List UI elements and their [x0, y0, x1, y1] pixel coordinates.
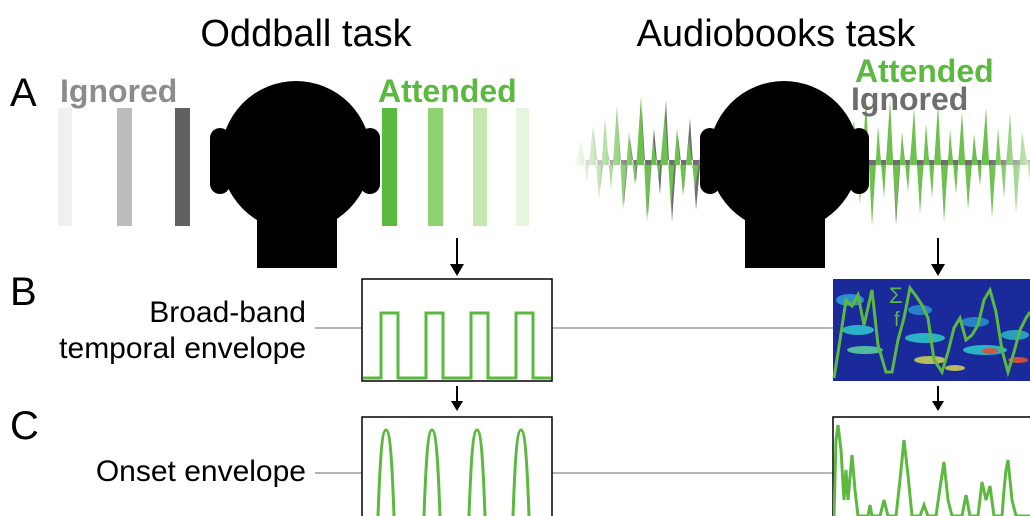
- onset-envelope-audiobooks: [832, 416, 1030, 516]
- panel-label-b: B: [10, 270, 37, 314]
- attended-tone-bar: [516, 108, 529, 226]
- ignored-tone-bar: [175, 108, 190, 226]
- audio-waveform-left-side: [570, 90, 720, 235]
- ignored-label-right: Ignored: [851, 81, 968, 117]
- attended-label-right: Attended: [855, 53, 994, 89]
- down-arrow-icon: [932, 386, 944, 411]
- broadband-label-line1: Broad-band: [149, 296, 306, 329]
- down-arrow-icon: [450, 238, 464, 276]
- ignored-waveform: [575, 100, 720, 222]
- onset-peaks-trace: [833, 424, 1030, 516]
- audiobooks-title: Audiobooks task: [637, 13, 917, 55]
- down-arrow-icon: [931, 238, 945, 276]
- broadband-envelope-oddball: [361, 278, 553, 382]
- onset-label: Onset envelope: [96, 455, 306, 488]
- ignored-tone-bar: [58, 108, 72, 226]
- attended-stream-left: [365, 108, 530, 226]
- f-symbol: f: [894, 309, 900, 331]
- envelope-trace: [832, 284, 1030, 379]
- ignored-tone-bar: [117, 108, 132, 226]
- onset-peak-trace: [376, 428, 531, 516]
- attended-label-left: Attended: [378, 73, 517, 109]
- square-wave-trace: [363, 311, 551, 380]
- audio-waveform-right-side: [848, 90, 1030, 235]
- attended-waveform: [848, 98, 1030, 226]
- attended-tone-bar: [428, 108, 443, 226]
- panel-label-c: C: [10, 404, 39, 448]
- head-silhouette-icon: [700, 81, 869, 268]
- broadband-label-line2: temporal envelope: [59, 332, 306, 365]
- ignored-stream-left: [55, 108, 225, 226]
- envelope-frame: [832, 416, 1030, 516]
- ignored-label-left: Ignored: [60, 73, 177, 109]
- panel-label-a: A: [10, 71, 37, 115]
- oddball-title: Oddball task: [200, 13, 412, 55]
- spectrogram-audiobooks: Σ f: [832, 279, 1030, 381]
- head-silhouette-icon: [210, 81, 380, 268]
- spectrogram-energy: [836, 294, 1029, 371]
- envelope-frame: [361, 416, 553, 516]
- envelope-frame: [361, 278, 553, 382]
- attended-tone-bar: [473, 108, 487, 226]
- down-arrow-icon: [451, 386, 463, 411]
- sum-symbol: Σ: [889, 283, 903, 308]
- attended-tone-bar: [382, 108, 397, 226]
- onset-envelope-oddball: [361, 416, 553, 516]
